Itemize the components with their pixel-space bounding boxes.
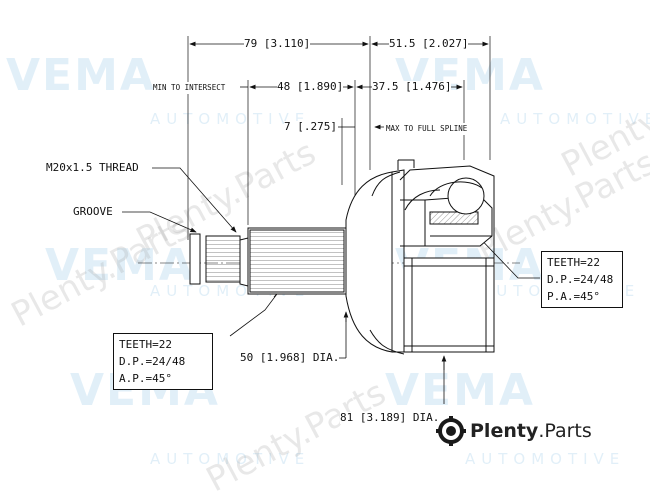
watermark-automotive: AUTOMOTIVE: [150, 110, 311, 128]
dim-overall-length: 79 [3.110]: [244, 37, 311, 50]
watermark-automotive: AUTOMOTIVE: [500, 110, 650, 128]
watermark-automotive: AUTOMOTIVE: [150, 450, 311, 468]
dim-offset: 7 [.275]: [284, 120, 337, 133]
watermark-automotive: AUTOMOTIVE: [465, 450, 626, 468]
dim-outer-length: 51.5 [2.027]: [389, 37, 469, 50]
spec-outer-teeth: TEETH=22: [119, 338, 172, 351]
dim-max-to-full-spline: MAX TO FULL SPLINE: [386, 123, 468, 135]
brand-name: Plenty: [470, 420, 539, 442]
stub-shaft: [189, 227, 347, 295]
spec-inner-dp: D.P.=24/48: [547, 273, 614, 286]
extension-lines: [187, 36, 491, 240]
dim-outer-dia: 81 [3.189] DIA.: [340, 411, 440, 424]
spec-inner-teeth: TEETH=22: [547, 256, 600, 269]
spec-outer-dp: D.P.=24/48: [119, 355, 186, 368]
spec-outer-ap: A.P.=45°: [119, 372, 172, 385]
brand-logo: Plenty.Parts: [436, 416, 592, 446]
brand-suffix: .Parts: [538, 420, 592, 442]
drawing-canvas: VEMA VEMA VEMA VEMA VEMA VEMA AUTOMOTIVE…: [5, 36, 650, 500]
dim-min-to-intersect: 48 [1.890]: [277, 80, 344, 93]
dim-thread: M20x1.5 THREAD: [46, 161, 139, 174]
cv-joint-drawing: [122, 36, 540, 404]
dim-min-to-intersect-label: MIN TO INTERSECT: [153, 82, 226, 94]
spec-inner-pa: P.A.=45°: [547, 290, 600, 303]
brand-text: Plenty.Parts: [470, 420, 592, 442]
spec-box-outer: TEETH=22 D.P.=24/48 A.P.=45°: [113, 333, 213, 390]
dim-shaft-dia: 50 [1.968] DIA.: [240, 351, 340, 364]
spec-box-inner: TEETH=22 D.P.=24/48 P.A.=45°: [541, 251, 623, 308]
watermark-vema: VEMA: [6, 50, 156, 101]
gear-icon: [436, 416, 466, 446]
watermark-vema: VEMA: [45, 240, 195, 291]
dim-groove: GROOVE: [73, 205, 113, 218]
bell-housing: [345, 159, 495, 355]
dim-to-full-spline: 37.5 [1.476]: [372, 80, 452, 93]
watermark-vema: VEMA: [385, 365, 535, 416]
